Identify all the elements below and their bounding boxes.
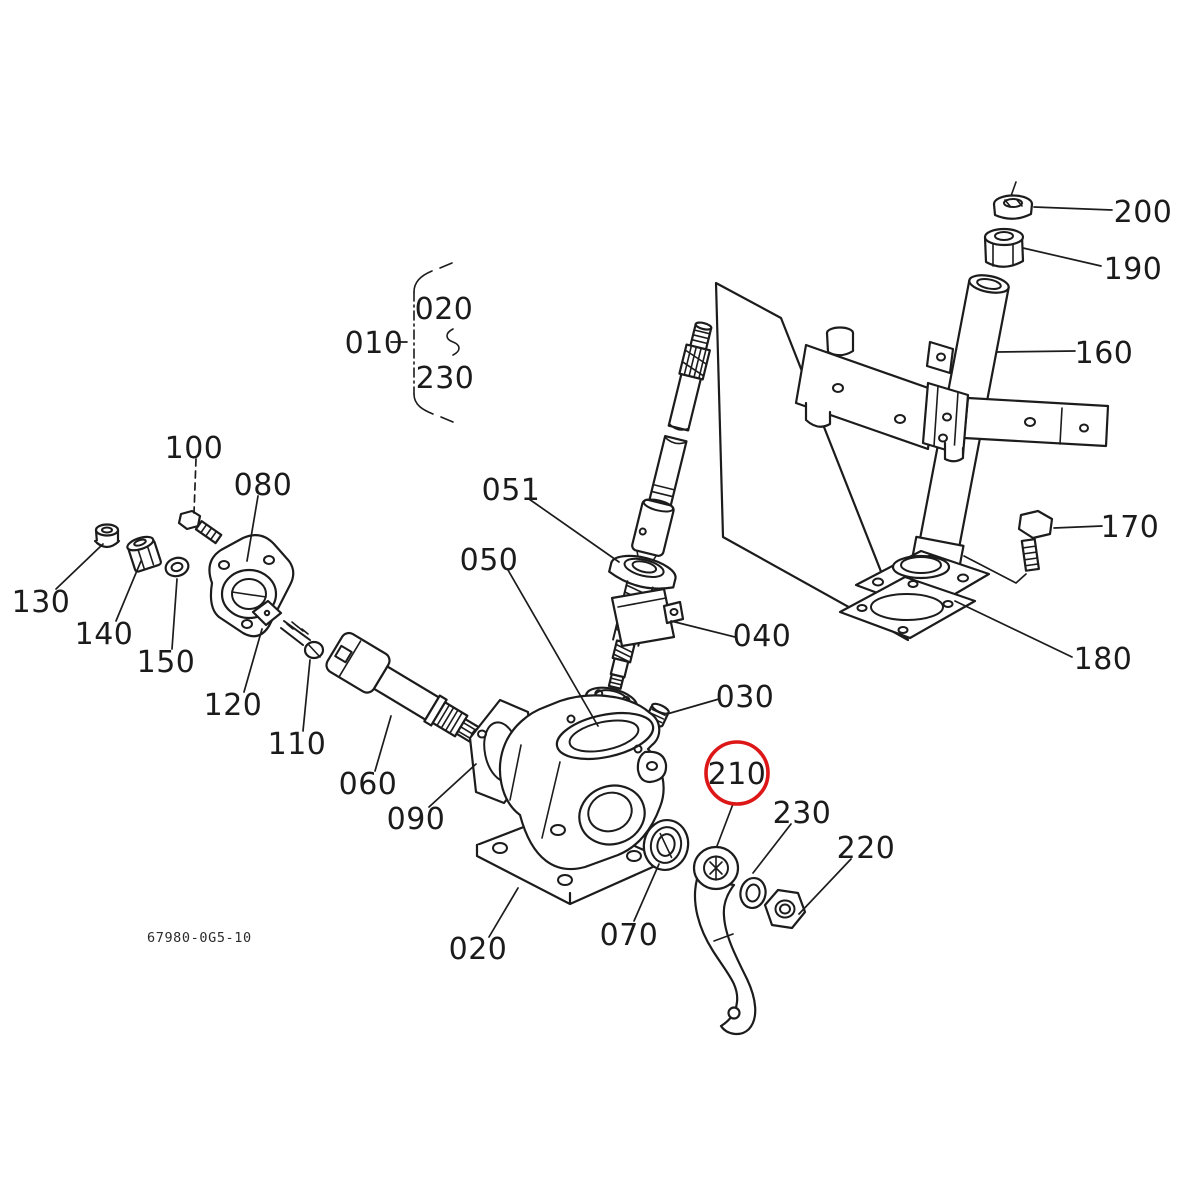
callout-220: 220 <box>837 831 896 866</box>
leader-090 <box>428 763 477 808</box>
leader-060 <box>374 715 392 772</box>
leader-070 <box>633 863 660 922</box>
leader-120 <box>243 628 263 693</box>
group-callout-bracket <box>413 262 460 423</box>
leader-230 <box>752 823 792 874</box>
sector-shaft-drawing <box>325 631 482 744</box>
leader-040 <box>670 620 736 638</box>
leader-160 <box>996 350 1076 353</box>
callout-040: 040 <box>733 619 792 654</box>
washer-230-drawing <box>739 876 767 910</box>
callout-230: 230 <box>773 796 832 831</box>
callout-080: 080 <box>234 468 293 503</box>
callout-030: 030 <box>716 680 775 715</box>
callout-150: 150 <box>137 645 196 680</box>
bolt-100-drawing <box>177 509 223 545</box>
screw-110-drawing <box>280 620 325 660</box>
worm-block-drawing <box>610 587 685 648</box>
highlight-circle <box>704 740 770 806</box>
callout-090: 090 <box>387 802 446 837</box>
callout-180: 180 <box>1074 642 1133 677</box>
callout-130: 130 <box>12 585 71 620</box>
column-gasket-drawing <box>838 575 977 640</box>
leader-210 <box>716 803 734 847</box>
callout-070: 070 <box>600 918 659 953</box>
spacer-140-drawing <box>126 535 162 573</box>
callout-051: 051 <box>482 473 541 508</box>
leader-190 <box>1022 247 1102 267</box>
leader-051 <box>528 498 620 563</box>
bolt-170-drawing <box>1017 509 1054 572</box>
callout-110: 110 <box>268 727 327 762</box>
range-tilde-glyph <box>446 328 460 356</box>
callout-060: 060 <box>339 767 398 802</box>
leader-030 <box>666 698 720 715</box>
leader-020 <box>488 887 519 938</box>
leader-220 <box>798 858 852 915</box>
group-range-start: 020 <box>415 292 474 327</box>
leader-200 <box>1033 206 1113 211</box>
shim-120-drawing <box>251 599 283 627</box>
steering-shaft-drawing <box>582 321 713 720</box>
callout-120: 120 <box>204 688 263 723</box>
oil-seal-drawing <box>642 819 690 871</box>
pitman-arm-drawing <box>692 845 757 1036</box>
callout-160: 160 <box>1075 336 1134 371</box>
cap-nut-drawing <box>992 194 1034 220</box>
callout-190: 190 <box>1104 252 1163 287</box>
leader-100 <box>193 458 197 514</box>
group-callout-label: 010 <box>345 326 404 361</box>
leader-050 <box>507 569 599 727</box>
callout-140: 140 <box>75 617 134 652</box>
leader-170-hole <box>963 555 1027 585</box>
callout-labels: 200 190 160 170 180 100 080 130 140 150 … <box>12 195 1173 967</box>
leader-110 <box>302 659 311 732</box>
washer-150-drawing <box>164 556 190 578</box>
callout-170: 170 <box>1101 510 1160 545</box>
leader-170 <box>1053 525 1103 529</box>
nut-130-drawing <box>93 523 121 549</box>
callout-200: 200 <box>1114 195 1173 230</box>
leader-180 <box>954 600 1073 658</box>
group-range-end: 230 <box>416 361 475 396</box>
leader-080 <box>246 495 259 562</box>
background-panel-drawing <box>714 281 910 642</box>
callout-020: 020 <box>449 932 508 967</box>
callout-210: 210 <box>708 757 767 792</box>
drawing-number: 67980-0G5-10 <box>147 930 252 946</box>
column-nut-drawing <box>983 227 1025 268</box>
leader-lines <box>55 206 1113 938</box>
leader-130 <box>55 543 104 590</box>
leader-150 <box>171 578 178 650</box>
callout-100: 100 <box>165 431 224 466</box>
nut-220-drawing <box>763 888 807 930</box>
callout-050: 050 <box>460 543 519 578</box>
cover-flange-drawing <box>208 533 295 638</box>
leader-140 <box>115 560 142 622</box>
